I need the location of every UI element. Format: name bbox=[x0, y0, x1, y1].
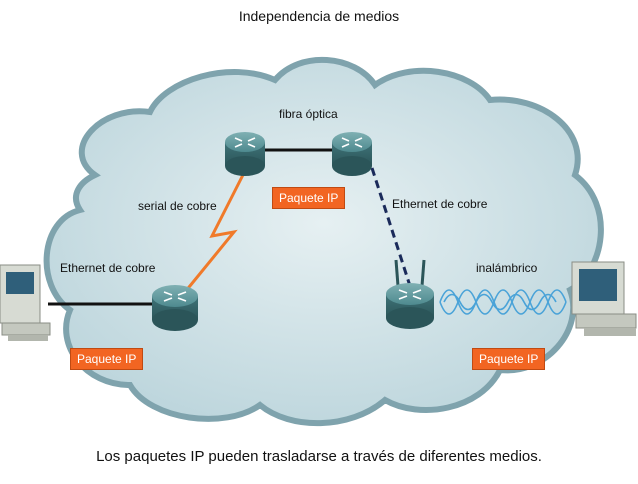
ip-packet-left-badge: Paquete IP bbox=[70, 348, 144, 370]
serial-copper-link bbox=[183, 164, 250, 293]
wireless-label: inalámbrico bbox=[476, 261, 538, 275]
ethernet-left-label: Ethernet de cobre bbox=[60, 261, 156, 275]
router-fiber-right bbox=[332, 132, 372, 176]
ip-packet-center-badge: Paquete IP bbox=[272, 187, 346, 209]
ethernet-right-label: Ethernet de cobre bbox=[392, 197, 488, 211]
serial-copper-label: serial de cobre bbox=[138, 199, 217, 213]
router-wireless bbox=[386, 259, 434, 329]
wireless-waves bbox=[439, 289, 567, 315]
ip-packet-right-badge: Paquete IP bbox=[472, 348, 546, 370]
pc-right-icon bbox=[571, 261, 637, 336]
router-ethernet-left bbox=[152, 285, 198, 331]
diagram-title: Independencia de medios bbox=[238, 8, 400, 24]
router-fiber-left bbox=[225, 132, 265, 176]
fiber-optic-label: fibra óptica bbox=[279, 107, 338, 121]
ethernet-dashed-link bbox=[370, 167, 412, 287]
diagram-caption: Los paquetes IP pueden trasladarse a tra… bbox=[96, 448, 542, 465]
pc-left-icon bbox=[0, 264, 51, 341]
